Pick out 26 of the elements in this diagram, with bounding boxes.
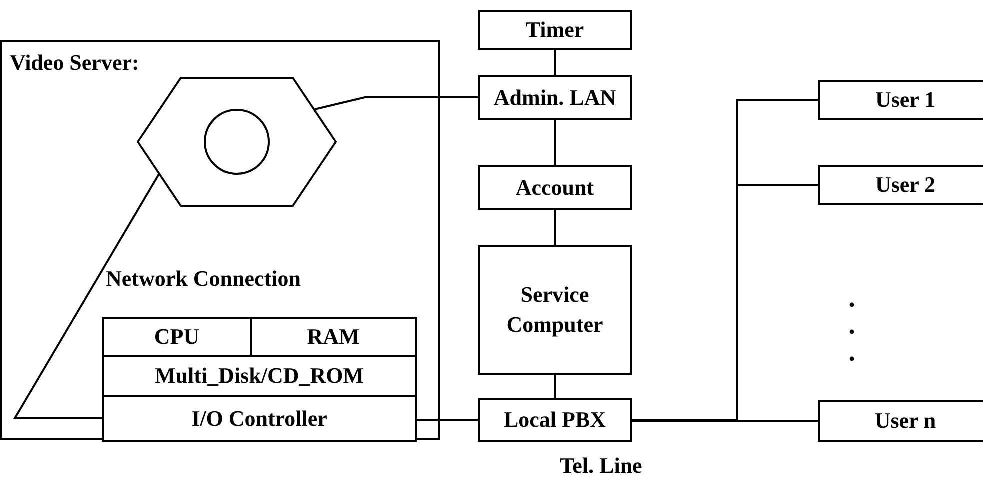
process-box: CPU	[102, 317, 252, 357]
connector-line	[554, 375, 556, 398]
connector-line	[554, 120, 556, 165]
process-box: User n	[818, 400, 983, 442]
server-panel	[0, 40, 440, 440]
process-box: Service Computer	[478, 245, 632, 375]
process-box: User 2	[818, 165, 983, 205]
process-box: Timer	[478, 10, 632, 50]
process-box: Local PBX	[478, 398, 632, 442]
connector-line	[554, 210, 556, 245]
panel-title: Video Server:	[10, 49, 140, 77]
process-box: Admin. LAN	[478, 75, 632, 120]
network-hexagon	[137, 77, 337, 207]
line-label: Network Connection	[106, 266, 301, 292]
connector-line	[632, 184, 818, 421]
connector-line	[417, 419, 478, 421]
connector-line	[314, 96, 478, 110]
process-box: Account	[478, 165, 632, 210]
connector-line	[554, 50, 556, 75]
connector-line	[13, 174, 160, 420]
process-box: RAM	[250, 317, 417, 357]
connector-line	[632, 420, 818, 422]
line-label: Tel. Line	[560, 453, 642, 479]
process-box: User 1	[818, 80, 983, 120]
process-box: Multi_Disk/CD_ROM	[102, 355, 417, 397]
process-box: I/O Controller	[102, 395, 417, 442]
